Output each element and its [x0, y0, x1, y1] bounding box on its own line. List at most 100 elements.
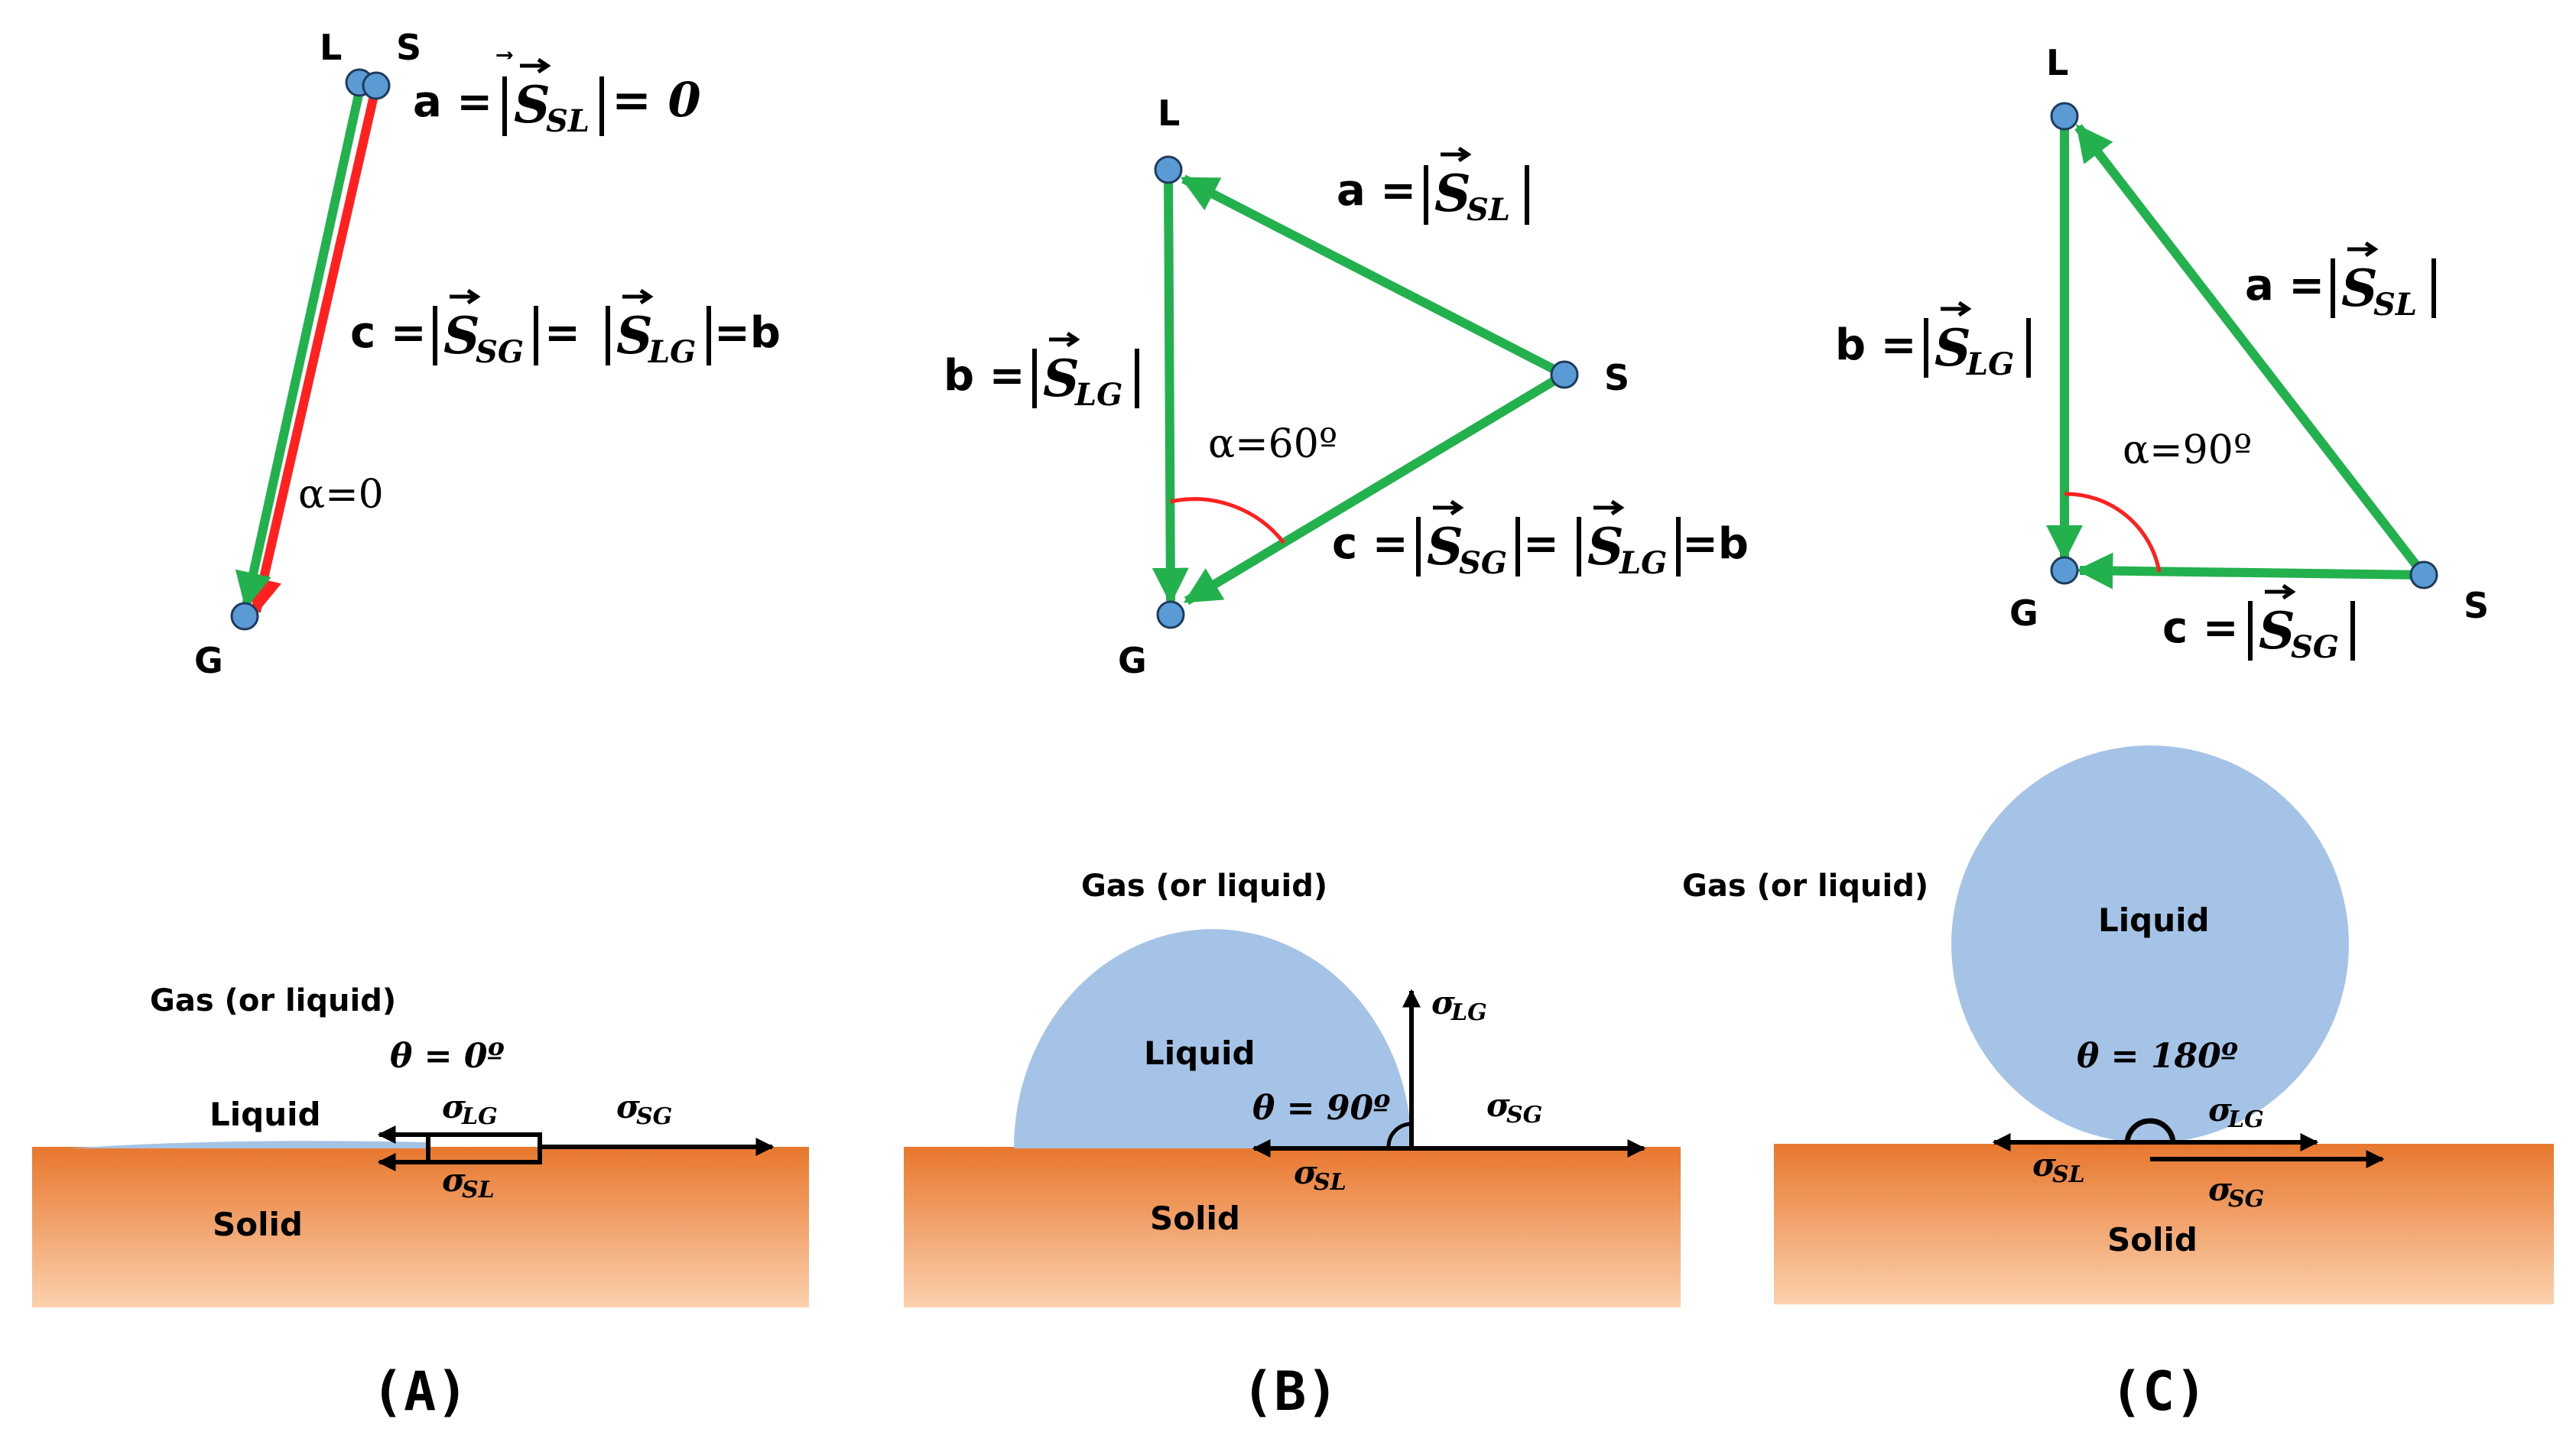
vertex-s-icon: [362, 71, 391, 100]
sigma-sl-label: σ SL: [442, 1161, 495, 1203]
svg-text:σ: σ: [2208, 1091, 2232, 1129]
solid-label: Solid: [2107, 1221, 2198, 1259]
svg-text:=: =: [1523, 519, 1559, 569]
svg-text:SG: SG: [476, 334, 524, 370]
vertex-g-label: G: [2009, 593, 2038, 634]
liquid-drop: [1014, 929, 1411, 1148]
svg-text:c =: c =: [2162, 603, 2239, 653]
caption: (A): [372, 1360, 468, 1423]
svg-text:S: S: [1427, 517, 1463, 576]
svg-text:b =: b =: [944, 351, 1025, 401]
svg-text:LG: LG: [2227, 1106, 2264, 1133]
svg-text:σ: σ: [2208, 1171, 2232, 1208]
svg-text:SG: SG: [2228, 1186, 2264, 1213]
svg-text:c =: c =: [350, 308, 427, 358]
vertex-g-icon: [1156, 600, 1185, 629]
vector-c: [2076, 552, 2425, 589]
vertex-l-icon: [1154, 155, 1183, 184]
svg-text:σ: σ: [442, 1161, 466, 1199]
svg-text:SL: SL: [1314, 1169, 1346, 1196]
sigma-sl-label: σ SL: [1294, 1154, 1346, 1196]
svg-text:=b: =b: [714, 308, 781, 358]
svg-text:SG: SG: [1459, 545, 1507, 581]
svg-text:SL: SL: [462, 1177, 495, 1203]
svg-text:σ: σ: [616, 1088, 640, 1125]
svg-text:a =: a =: [2245, 261, 2324, 310]
solid-substrate: [32, 1147, 809, 1307]
vertex-s-label: S: [396, 27, 421, 68]
sigma-sg-label: σ SG: [1486, 1086, 1542, 1129]
svg-text:SG: SG: [1506, 1102, 1542, 1129]
label-a: a = S SL: [1337, 146, 1529, 228]
triangle-b: L S G a = S SL b = S LG c = S SG =: [944, 93, 1749, 681]
vertex-s-label: S: [1604, 357, 1629, 398]
svg-text:SL: SL: [546, 103, 590, 139]
vector-green: [235, 83, 365, 609]
theta-label: θ = 0º: [390, 1037, 504, 1076]
vertex-l-label: L: [2046, 42, 2068, 83]
svg-text:= 0: = 0: [612, 72, 701, 128]
angle-marker-icon: [2124, 1118, 2176, 1145]
vector-red: [245, 84, 381, 615]
svg-text:=: =: [544, 308, 580, 358]
svg-text:LG: LG: [1074, 377, 1122, 413]
svg-text:σ: σ: [1294, 1154, 1317, 1191]
svg-text:LG: LG: [1619, 545, 1667, 581]
svg-text:S: S: [443, 306, 480, 365]
label-a: a = S ⃗ SL = 0: [413, 51, 701, 139]
label-a: a = S SL: [2245, 241, 2436, 323]
liquid-label: Liquid: [210, 1096, 321, 1133]
svg-text:=b: =b: [1682, 519, 1749, 569]
svg-text:a =: a =: [1337, 166, 1416, 216]
svg-text:S: S: [616, 306, 653, 365]
angle-arc: [2064, 492, 2162, 573]
sigma-lg-label: σ LG: [2208, 1091, 2264, 1133]
vector-b: [1152, 169, 1189, 605]
sigma-sg-label: σ SG: [616, 1088, 672, 1130]
vertex-s-icon: [1550, 360, 1579, 389]
vertex-s-icon: [2409, 560, 2438, 589]
svg-text:S: S: [1043, 349, 1080, 408]
liquid-label: Liquid: [1144, 1034, 1256, 1072]
svg-text:a =: a =: [413, 77, 492, 127]
svg-text:S: S: [1587, 517, 1624, 576]
liquid-label: Liquid: [2098, 901, 2210, 939]
vertex-g-label: G: [1118, 640, 1147, 681]
label-c: c = S SG = S LG =b: [1332, 499, 1749, 581]
label-c: c = S SG: [2162, 583, 2355, 665]
svg-text:S: S: [2341, 258, 2378, 318]
panel-a: Gas (or liquid) Liquid Solid θ = 0º σ LG…: [32, 983, 809, 1423]
solid-label: Solid: [1150, 1200, 1240, 1237]
svg-text:LG: LG: [648, 334, 696, 370]
svg-text:LG: LG: [461, 1103, 498, 1130]
caption: (B): [1242, 1360, 1338, 1423]
svg-text:S: S: [1434, 164, 1471, 223]
angle-arc: [1170, 497, 1285, 544]
svg-text:S: S: [2259, 601, 2295, 661]
theta-label: θ = 90º: [1252, 1089, 1390, 1128]
vector-c: [1183, 370, 1567, 606]
svg-text:σ: σ: [2032, 1146, 2056, 1184]
vertex-s-label: S: [2464, 585, 2489, 626]
sigma-sg-label: σ SG: [2208, 1171, 2264, 1213]
liquid-drop: [1951, 745, 2349, 1143]
sigma-sl-label: σ SL: [2032, 1146, 2085, 1188]
angle-label: α=60º: [1208, 421, 1337, 467]
vertex-g-icon: [230, 602, 259, 631]
svg-text:SG: SG: [2291, 629, 2339, 665]
gas-label: Gas (or liquid): [1682, 869, 1928, 904]
angle-marker-icon: [1386, 1122, 1412, 1148]
sigma-lg-label: σ LG: [442, 1088, 498, 1130]
angle-label: α=90º: [2123, 427, 2252, 473]
sigma-lg-label: σ LG: [1431, 984, 1487, 1026]
panel-c: Gas (or liquid) Liquid Solid θ = 180º σ …: [1682, 745, 2554, 1423]
vector-a: [1180, 174, 1567, 379]
caption: (C): [2110, 1360, 2207, 1423]
triangle-a: L S G a = S ⃗ SL = 0 c = S SG = S LG: [194, 27, 781, 681]
gas-label: Gas (or liquid): [1081, 869, 1327, 904]
triangle-c: L S G a = S SL b = S LG c = S SG α=: [1835, 42, 2489, 665]
solid-substrate: [904, 1147, 1681, 1307]
solid-substrate: [1774, 1144, 2554, 1304]
svg-text:SL: SL: [1467, 192, 1510, 228]
